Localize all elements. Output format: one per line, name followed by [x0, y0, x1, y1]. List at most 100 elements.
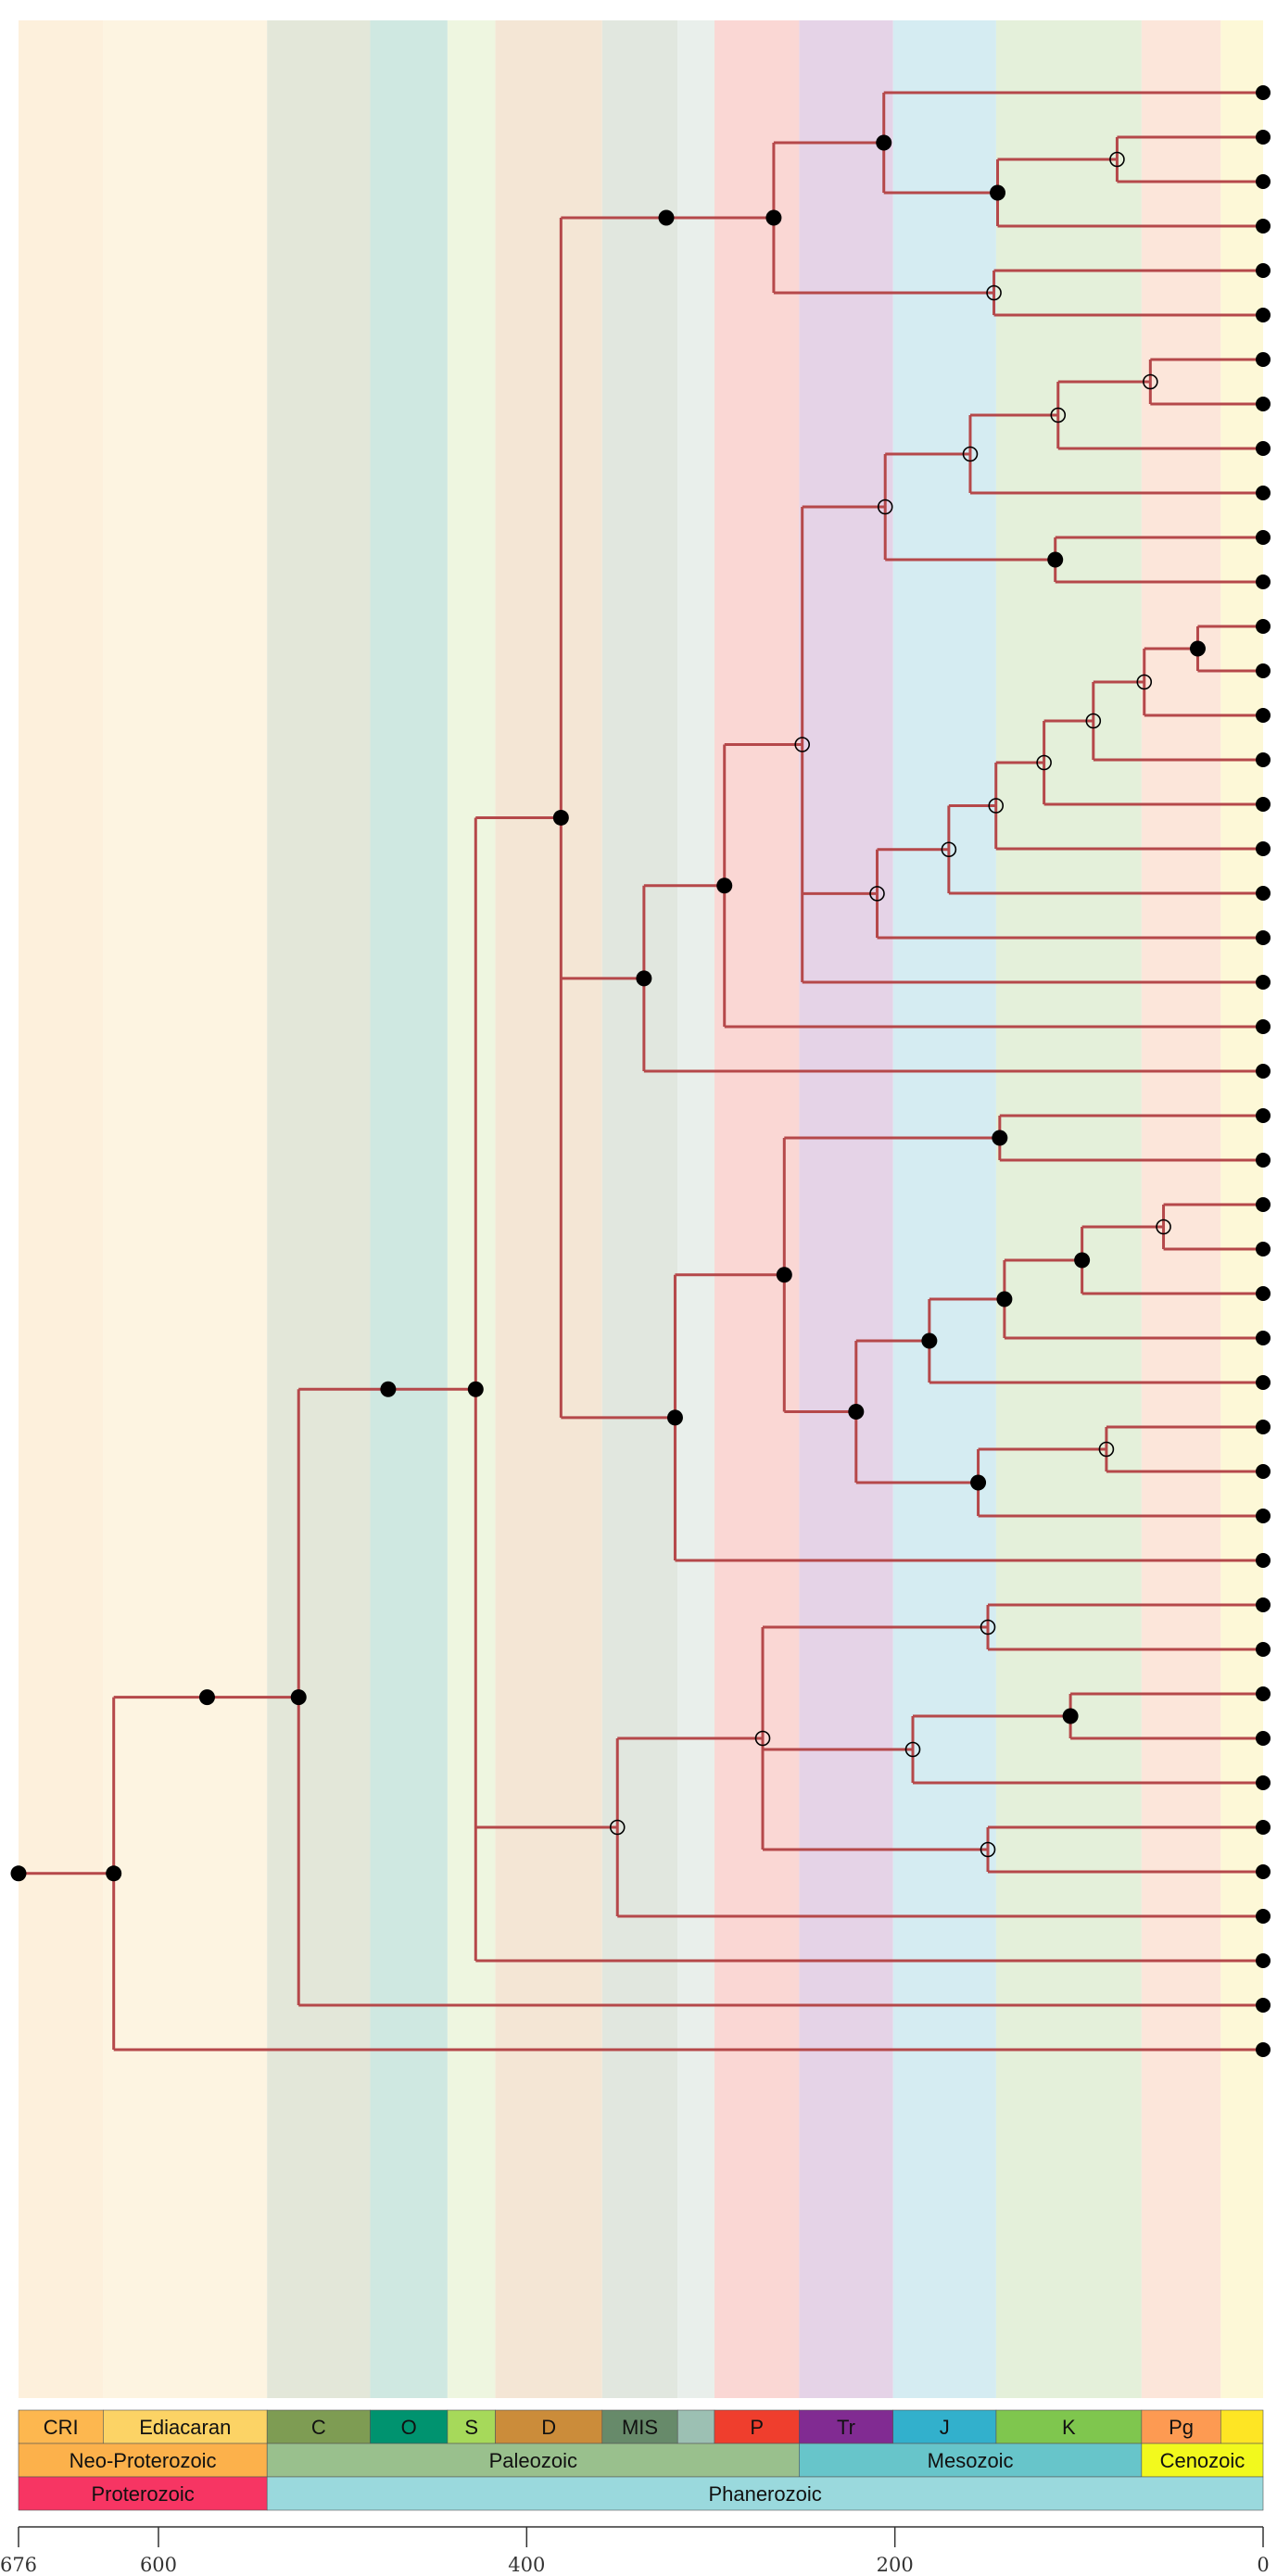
tip-node: [1256, 1331, 1271, 1345]
tip-node: [1256, 352, 1271, 367]
eon-label: Proterozoic: [91, 2482, 194, 2506]
period-label: CRI: [44, 2416, 79, 2439]
tip-node: [1256, 841, 1271, 856]
tip-node: [1256, 486, 1271, 500]
tip-node: [1256, 1553, 1271, 1568]
tip-node: [1256, 1909, 1271, 1924]
node-filled-marker: [467, 1381, 484, 1397]
eon-segment: [266, 2476, 1264, 2511]
tip-node: [1256, 975, 1271, 990]
node-filled-marker: [970, 1474, 987, 1491]
period-label: P: [750, 2416, 764, 2439]
period-segment: [18, 2409, 104, 2444]
tip-node: [1256, 1242, 1271, 1256]
tip-node: [1256, 1686, 1271, 1701]
tip-node: [1256, 1509, 1271, 1523]
node-open-marker: [941, 841, 957, 858]
node-filled-marker: [848, 1404, 865, 1420]
node-open-marker: [1156, 1219, 1171, 1235]
node-open-marker: [962, 446, 979, 462]
period-segment: [495, 2409, 603, 2444]
tip-node: [1256, 1108, 1271, 1123]
period-band-pg: [1141, 20, 1221, 2398]
node-open-marker: [754, 1730, 771, 1747]
tip-node: [1256, 530, 1271, 545]
node-filled-marker: [1189, 640, 1206, 657]
node-open-marker: [1085, 713, 1102, 729]
node-filled-marker: [921, 1332, 938, 1349]
node-filled-marker: [990, 184, 1006, 201]
node-filled-marker: [290, 1689, 307, 1706]
node-filled-marker: [1062, 1708, 1079, 1724]
tip-node: [1256, 619, 1271, 634]
tip-node: [1256, 85, 1271, 100]
tip-node: [1256, 1375, 1271, 1390]
axis-tick-label: 200: [877, 2554, 914, 2576]
period-band-pen: [677, 20, 714, 2398]
node-open-marker: [980, 1619, 996, 1635]
period-band-tr: [799, 20, 893, 2398]
tip-node: [1256, 441, 1271, 456]
period-band-k: [995, 20, 1142, 2398]
period-segment: [1141, 2409, 1221, 2444]
period-segment: [799, 2409, 893, 2444]
tip-node: [1256, 2042, 1271, 2057]
period-segment: [447, 2409, 496, 2444]
period-label: Pg: [1169, 2416, 1194, 2439]
period-label: C: [311, 2416, 326, 2439]
period-label: O: [401, 2416, 417, 2439]
tip-node: [1256, 1420, 1271, 1434]
axis-tick-label: 400: [508, 2554, 545, 2576]
tip-node: [1256, 1642, 1271, 1657]
node-filled-marker: [666, 1409, 683, 1426]
node-filled-marker: [776, 1267, 792, 1283]
node-filled-marker: [658, 209, 675, 226]
tip-node: [1256, 1597, 1271, 1612]
tip-node: [1256, 1464, 1271, 1479]
axis-tick-label: 600: [140, 2554, 177, 2576]
node-filled-marker: [10, 1865, 27, 1882]
node-filled-marker: [716, 878, 733, 894]
node-filled-marker: [198, 1689, 215, 1706]
era-segment: [1141, 2443, 1264, 2478]
period-label: Ediacaran: [139, 2416, 231, 2439]
tip-node: [1256, 575, 1271, 589]
node-open-marker: [1098, 1441, 1115, 1458]
node-filled-marker: [992, 1130, 1008, 1146]
era-segment: [18, 2443, 268, 2478]
node-open-marker: [1050, 407, 1067, 423]
node-layer: [10, 85, 1271, 2057]
eon-segment: [18, 2476, 268, 2511]
tip-node: [1256, 263, 1271, 278]
node-filled-marker: [380, 1381, 397, 1397]
tip-node: [1256, 1820, 1271, 1835]
tip-node: [1256, 219, 1271, 234]
eon-label: Phanerozoic: [708, 2482, 821, 2506]
period-band-o: [370, 20, 448, 2398]
period-band-s: [447, 20, 496, 2398]
era-segment: [799, 2443, 1143, 2478]
node-open-marker: [1143, 373, 1158, 390]
tip-node: [1256, 1153, 1271, 1168]
tip-node: [1256, 1998, 1271, 2013]
tip-node: [1256, 1953, 1271, 1968]
node-open-marker: [988, 798, 1005, 814]
period-band-d: [495, 20, 602, 2398]
period-segment: [676, 2409, 715, 2444]
period-band-mis: [601, 20, 678, 2398]
tip-node: [1256, 886, 1271, 901]
period-band-c: [267, 20, 371, 2398]
axis-tick-label: 0: [1257, 2554, 1269, 2576]
tip-node: [1256, 797, 1271, 812]
period-label: MIS: [622, 2416, 658, 2439]
node-open-marker: [877, 499, 893, 515]
tip-node: [1256, 708, 1271, 723]
period-label: Tr: [837, 2416, 855, 2439]
node-open-marker: [1136, 674, 1153, 690]
period-band-ediacaran: [103, 20, 268, 2398]
era-label: Cenozoic: [1160, 2449, 1245, 2472]
era-segment: [266, 2443, 800, 2478]
